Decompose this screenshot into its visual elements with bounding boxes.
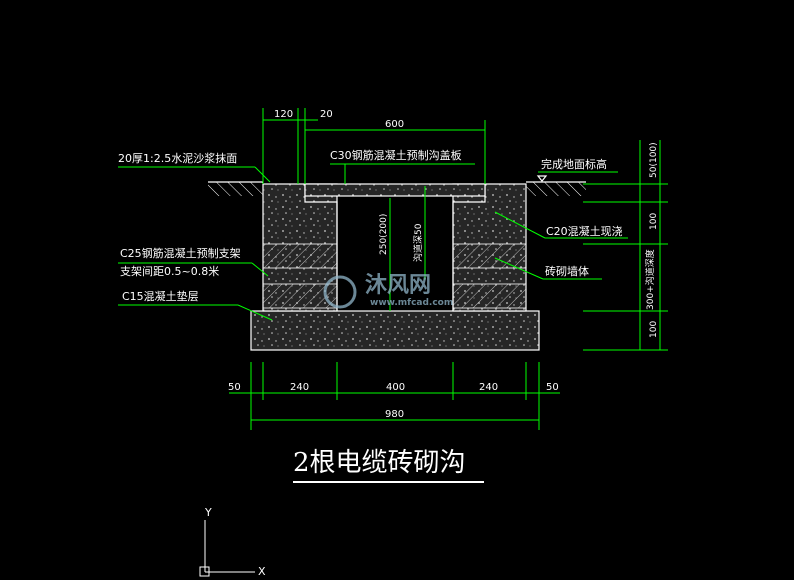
dim-20: 20 xyxy=(320,109,333,120)
ucs-axes xyxy=(199,520,255,577)
dim-50-right: 50 xyxy=(546,382,559,393)
watermark: 沐风网 www.mfcad.com xyxy=(323,273,453,309)
dim-240-left: 240 xyxy=(290,382,309,393)
c15-base xyxy=(250,310,540,351)
axis-y-label: Y xyxy=(204,506,212,519)
label-c15: C15混凝土垫层 xyxy=(122,289,199,303)
dimension-lines xyxy=(118,108,668,430)
ground-level-marker xyxy=(536,175,548,182)
label-side-dim: 300+沟道深度 xyxy=(644,249,656,310)
cover-plate xyxy=(304,183,486,197)
dim-50-left: 50 xyxy=(228,382,241,393)
dim-100-bottom: 100 xyxy=(649,321,659,338)
drawing-title: 2根电缆砖砌沟 xyxy=(293,448,466,478)
label-support-spacing: 支架间距0.5~0.8米 xyxy=(120,265,219,278)
label-depth: 250(200) xyxy=(379,214,389,255)
left-wall xyxy=(262,183,338,312)
watermark-url: www.mfcad.com xyxy=(370,298,453,308)
dim-total: 980 xyxy=(385,409,404,420)
dim-50-100: 50(100) xyxy=(649,142,659,178)
label-cover: C30钢筋混凝土预制沟盖板 xyxy=(330,148,462,162)
label-mortar: 20厚1:2.5水泥沙浆抹面 xyxy=(118,151,237,165)
right-wall xyxy=(452,183,527,312)
ground-right xyxy=(526,181,586,196)
dim-400: 400 xyxy=(386,382,405,393)
dim-600: 600 xyxy=(385,119,404,130)
label-ground: 完成地面标高 xyxy=(541,157,607,171)
dim-100-top: 100 xyxy=(649,213,659,230)
label-support: C25钢筋混凝土预制支架 xyxy=(120,246,241,260)
axis-x-label: X xyxy=(258,565,266,578)
dim-240-right: 240 xyxy=(479,382,498,393)
label-c20: C20混凝土现浇 xyxy=(546,224,623,238)
watermark-name: 沐风网 xyxy=(365,273,431,298)
ground-left xyxy=(208,181,263,196)
label-brick: 砖砌墙体 xyxy=(545,264,589,278)
label-trench: 沟道深50 xyxy=(412,223,424,262)
dim-120: 120 xyxy=(274,109,293,120)
